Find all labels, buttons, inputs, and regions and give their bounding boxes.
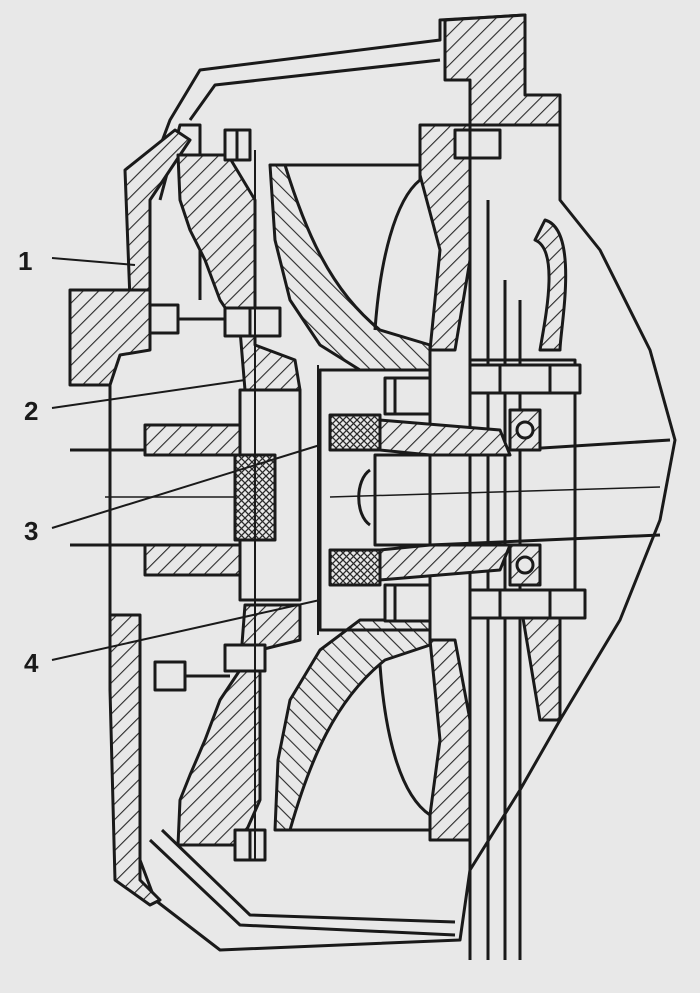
bolt-lower-mid — [223, 643, 267, 673]
stud-lower — [383, 583, 432, 623]
leader-lines — [51, 257, 321, 661]
leader-line-3 — [51, 444, 321, 529]
lower-left-wall — [108, 613, 162, 907]
bolt-top-right — [453, 128, 502, 160]
turbine-hub-frame — [318, 368, 432, 632]
lower-impeller-shell — [176, 603, 302, 847]
bolt-lower-left — [153, 660, 230, 692]
hub-sleeve-upper — [378, 418, 512, 457]
nut-curve — [357, 468, 371, 527]
leader-line-2 — [51, 379, 246, 409]
bolt-top-center — [223, 128, 252, 162]
hub-left-ring-lower — [143, 543, 242, 577]
bolt-lower-right — [468, 588, 587, 620]
ball-bearing-lower — [508, 543, 542, 587]
top-flange — [443, 13, 562, 127]
callout-1: 1 — [18, 246, 32, 276]
input-shaft — [70, 448, 240, 547]
bushing-upper — [328, 413, 382, 452]
left-base-plate — [68, 288, 152, 387]
callout-2: 2 — [24, 396, 38, 426]
lower-turbine-blade — [273, 618, 432, 832]
bolt-upper-mid — [223, 306, 282, 338]
bolt-bottom — [233, 828, 267, 862]
reactor-vane-lower — [428, 638, 472, 842]
leader-line-1 — [51, 257, 136, 266]
stud-upper — [383, 376, 432, 416]
central-nut — [373, 453, 432, 547]
bolt-upper-left — [148, 303, 230, 335]
right-housing-curve — [533, 218, 568, 352]
bolt-upper-right — [468, 363, 582, 395]
leader-line-4 — [51, 599, 321, 661]
bushing-lower — [328, 548, 382, 587]
callout-4: 4 — [24, 648, 39, 678]
hub-left-ring — [143, 423, 242, 457]
hub-sleeve-lower — [378, 543, 512, 582]
callout-3: 3 — [24, 516, 38, 546]
ball-bearing-upper — [508, 408, 542, 452]
